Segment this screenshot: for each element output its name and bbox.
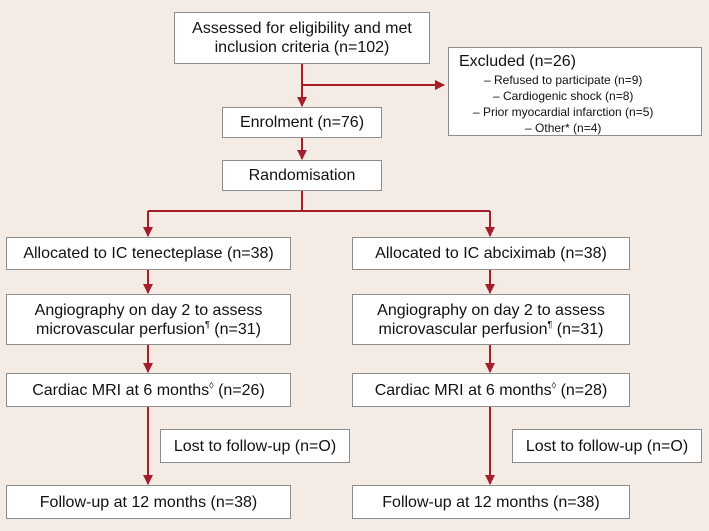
followup-abciximab-label: Follow-up at 12 months (n=38) — [382, 493, 600, 511]
pilcrow-footnote-mark: ¶ — [204, 319, 210, 330]
excluded-box: Excluded (n=26) – Refused to participate… — [448, 47, 702, 136]
lost-followup-tenecteplase-label: Lost to follow-up (n=O) — [173, 437, 337, 455]
lost-followup-abciximab-label: Lost to follow-up (n=O) — [525, 437, 689, 455]
followup-tenecteplase-label: Follow-up at 12 months (n=38) — [39, 493, 258, 511]
followup-tenecteplase-box: Follow-up at 12 months (n=38) — [6, 485, 291, 519]
followup-abciximab-box: Follow-up at 12 months (n=38) — [352, 485, 630, 519]
lozenge-footnote-mark: ◊ — [209, 380, 214, 391]
mri-abciximab-count: (n=28) — [556, 381, 608, 399]
randomisation-label: Randomisation — [248, 167, 356, 184]
allocated-abciximab-label: Allocated to IC abciximab (n=38) — [375, 245, 607, 262]
assessed-box: Assessed for eligibility and met inclusi… — [174, 12, 430, 64]
excluded-reason: – Other* (n=4) — [525, 121, 602, 135]
mri-abciximab-text: Cardiac MRI at 6 months — [374, 381, 552, 399]
mri-tenecteplase-box: Cardiac MRI at 6 months◊ (n=26) — [6, 373, 291, 407]
excluded-title: Excluded (n=26) — [459, 53, 576, 70]
excluded-reason: – Refused to participate (n=9) — [483, 73, 643, 87]
pilcrow-footnote-mark: ¶ — [547, 319, 553, 330]
angio-tenecteplase-count: (n=31) — [209, 320, 261, 338]
angio-tenecteplase-line-2: microvascular perfusion¶ (n=31) — [36, 320, 261, 339]
angio-tenecteplase-line-2-text: microvascular perfusion — [36, 320, 205, 338]
lozenge-footnote-mark: ◊ — [551, 380, 557, 391]
assessed-line-2: inclusion criteria (n=102) — [214, 39, 390, 56]
lost-followup-abciximab-box: Lost to follow-up (n=O) — [512, 429, 702, 463]
mri-tenecteplase-count: (n=26) — [213, 381, 265, 399]
angiography-abciximab-box: Angiography on day 2 to assess microvasc… — [352, 294, 630, 345]
angio-abciximab-line-2: microvascular perfusion¶ (n=31) — [379, 320, 604, 339]
mri-tenecteplase-text: Cardiac MRI at 6 months — [32, 381, 210, 399]
enrolment-label: Enrolment (n=76) — [239, 114, 365, 131]
excluded-reason: – Cardiogenic shock (n=8) — [492, 89, 634, 103]
angio-abciximab-line-2-text: microvascular perfusion — [378, 320, 548, 338]
excluded-reason: – Prior myocardial infarction (n=5) — [473, 105, 654, 119]
mri-abciximab-box: Cardiac MRI at 6 months◊ (n=28) — [352, 373, 630, 407]
allocated-abciximab-box: Allocated to IC abciximab (n=38) — [352, 237, 630, 270]
assessed-line-1: Assessed for eligibility and met — [192, 20, 412, 37]
angio-abciximab-line-1: Angiography on day 2 to assess — [377, 301, 605, 319]
excluded-reasons-list: – Refused to participate (n=9) – Cardiog… — [459, 72, 653, 136]
lost-followup-tenecteplase-box: Lost to follow-up (n=O) — [160, 429, 350, 463]
allocated-tenecteplase-box: Allocated to IC tenecteplase (n=38) — [6, 237, 291, 270]
allocated-tenecteplase-label: Allocated to IC tenecteplase (n=38) — [23, 245, 274, 262]
angiography-tenecteplase-box: Angiography on day 2 to assess microvasc… — [6, 294, 291, 345]
enrolment-box: Enrolment (n=76) — [222, 107, 382, 138]
angio-tenecteplase-line-1: Angiography on day 2 to assess — [34, 301, 263, 319]
angio-abciximab-count: (n=31) — [552, 320, 604, 338]
mri-tenecteplase-label: Cardiac MRI at 6 months◊ (n=26) — [32, 381, 265, 400]
randomisation-box: Randomisation — [222, 160, 382, 191]
mri-abciximab-label: Cardiac MRI at 6 months◊ (n=28) — [375, 381, 608, 400]
